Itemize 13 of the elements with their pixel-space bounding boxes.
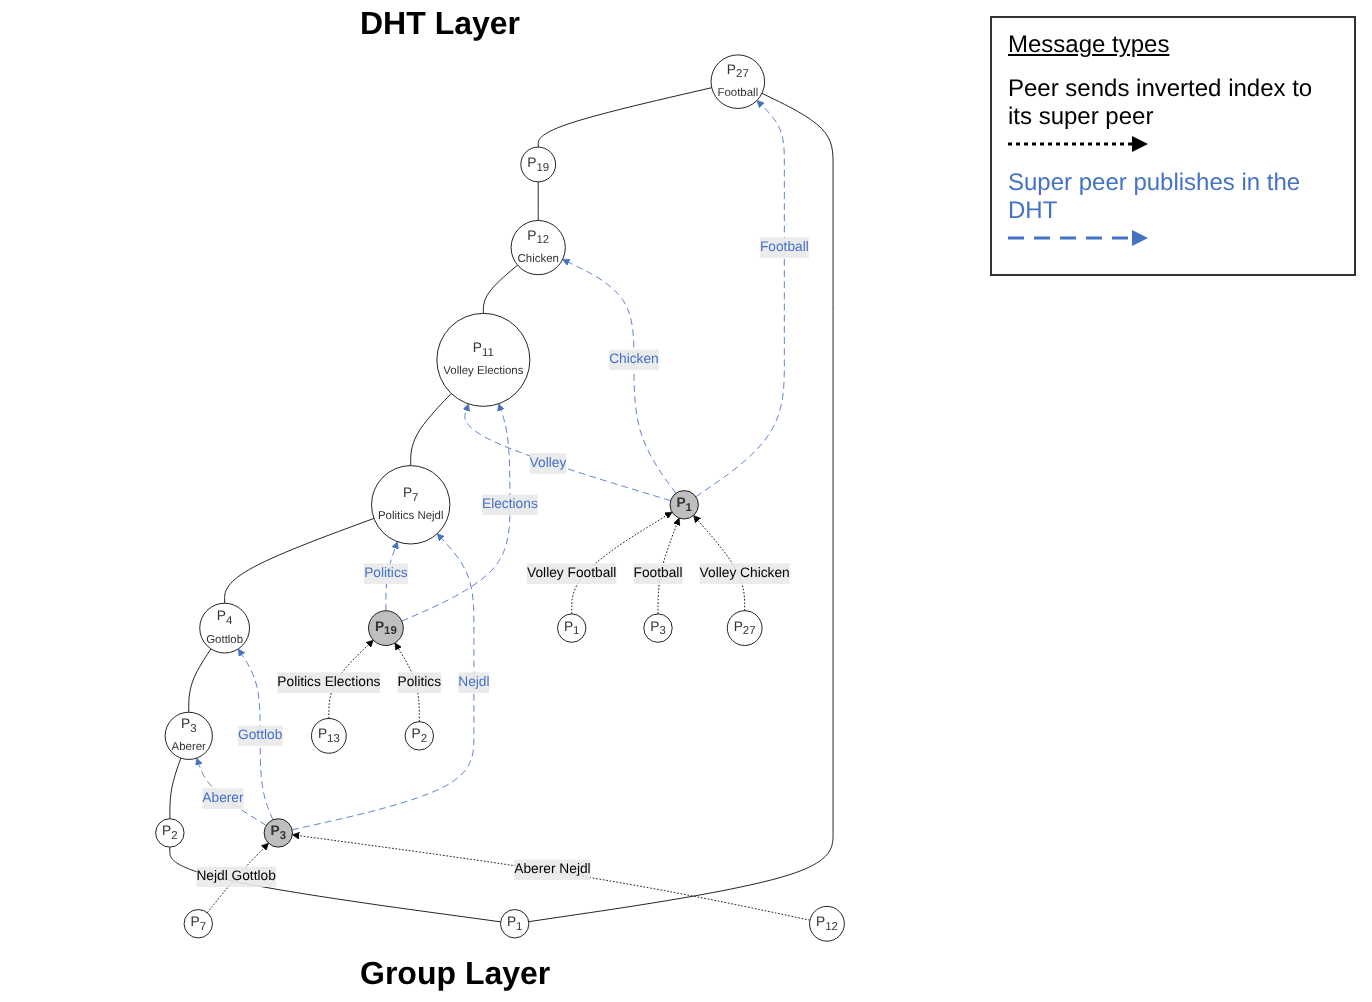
connector: [410, 393, 452, 467]
layer-label: DHT Layer: [360, 8, 521, 44]
connector: [224, 517, 375, 604]
legend-text: Peer sends inverted index to its super peer: [1008, 74, 1313, 130]
connector: [537, 181, 539, 221]
legend-title: Message types: [1008, 30, 1172, 58]
layer-label: Group Layer: [360, 958, 551, 994]
legend-text: Super peer publishes in the DHT: [1008, 168, 1301, 224]
connector: [482, 264, 518, 314]
connector: [537, 87, 713, 148]
connector: [528, 92, 834, 923]
connector: [188, 648, 212, 713]
connector: [169, 757, 182, 820]
